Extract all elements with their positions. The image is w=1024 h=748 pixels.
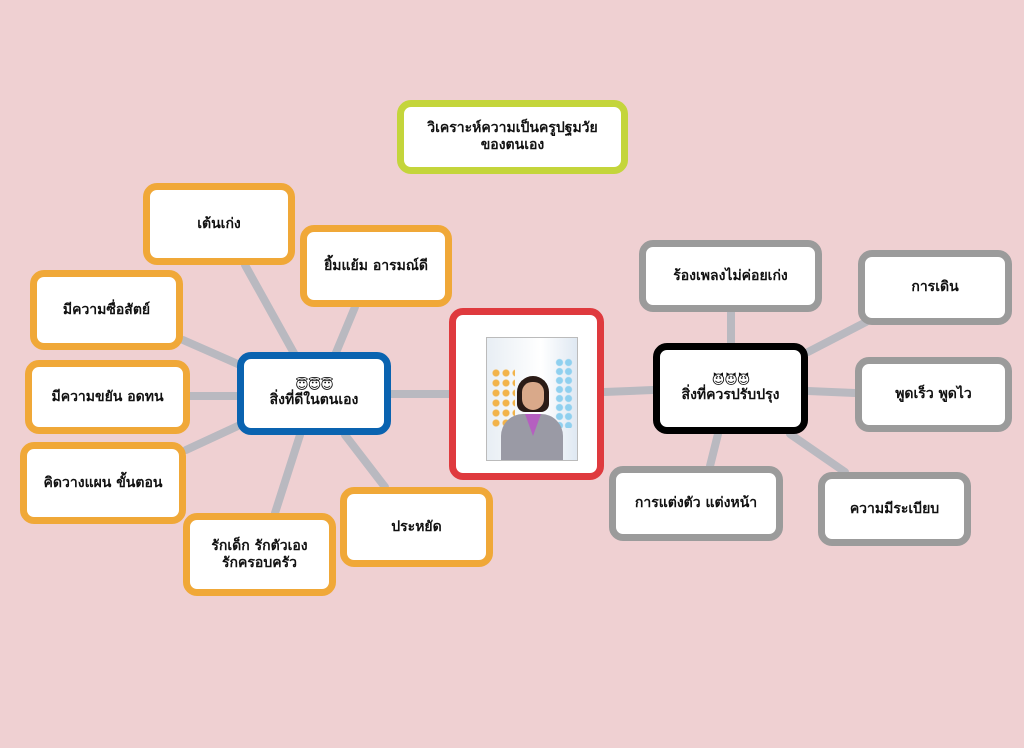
- improve-item-dress[interactable]: การแต่งตัว แต่งหน้า: [609, 466, 783, 541]
- link-improve-walk: [804, 318, 870, 356]
- link-improve-order: [786, 430, 849, 476]
- link-good-dance: [241, 261, 299, 359]
- link-improve-speak: [804, 387, 859, 397]
- good-item-diligent[interactable]: มีความขยัน อดทน: [25, 360, 190, 434]
- improve-item-speak[interactable]: พูดเร็ว พูดไว: [855, 357, 1012, 432]
- improve-item-walk[interactable]: การเดิน: [858, 250, 1012, 325]
- node-label: มีความซื่อสัตย์: [62, 301, 151, 318]
- good-hub-label: สิ่งที่ดีในตนเอง: [269, 391, 359, 408]
- link-good-plan: [182, 421, 244, 454]
- title-line-2: ของตนเอง: [480, 137, 545, 153]
- good-item-save[interactable]: ประหยัด: [340, 487, 493, 567]
- node-label: การเดิน: [911, 279, 959, 296]
- improve-item-sing[interactable]: ร้องเพลงไม่ค่อยเก่ง: [639, 240, 822, 312]
- node-label: คิดวางแผน ขั้นตอน: [43, 474, 163, 491]
- center-photo-node[interactable]: [449, 308, 604, 480]
- devil-emoji-icon: 😈😈😈: [711, 372, 751, 388]
- link-center-improve: [600, 386, 657, 396]
- node-label: การแต่งตัว แต่งหน้า: [634, 495, 758, 512]
- title-line-1: วิเคราะห์ความเป็นครูปฐมวัย: [427, 120, 598, 137]
- angel-emoji-icon: 😇😇😇: [295, 377, 334, 393]
- node-label: พูดเร็ว พูดไว: [895, 386, 972, 403]
- link-good-save: [341, 431, 389, 491]
- improve-hub-label: สิ่งที่ควรปรับปรุง: [681, 386, 780, 403]
- good-item-plan[interactable]: คิดวางแผน ขั้นตอน: [20, 442, 186, 524]
- good-item-smile[interactable]: ยิ้มแย้ม อารมณ์ดี: [300, 225, 452, 307]
- title-node[interactable]: วิเคราะห์ความเป็นครูปฐมวัย ของตนเอง: [397, 100, 628, 174]
- good-item-dance[interactable]: เต้นเก่ง: [143, 183, 295, 265]
- improve-hub-node[interactable]: 😈😈😈 สิ่งที่ควรปรับปรุง: [653, 343, 808, 434]
- good-item-love[interactable]: รักเด็ก รักตัวเอง รักครอบครัว: [183, 513, 336, 596]
- node-label: ร้องเพลงไม่ค่อยเก่ง: [673, 267, 788, 284]
- portrait-photo: [486, 337, 578, 461]
- improve-item-order[interactable]: ความมีระเบียบ: [818, 472, 971, 546]
- node-label: เต้นเก่ง: [197, 215, 241, 232]
- link-good-smile: [331, 303, 359, 359]
- node-label: ประหยัด: [391, 518, 442, 535]
- link-good-honest: [179, 336, 244, 369]
- link-improve-dress: [706, 430, 722, 470]
- node-label: มีความขยัน อดทน: [51, 388, 164, 405]
- good-item-honest[interactable]: มีความซื่อสัตย์: [30, 270, 183, 350]
- good-hub-node[interactable]: 😇😇😇 สิ่งที่ดีในตนเอง: [237, 352, 391, 435]
- node-label: ยิ้มแย้ม อารมณ์ดี: [324, 257, 428, 274]
- link-good-love: [271, 431, 304, 517]
- node-label: ความมีระเบียบ: [849, 500, 940, 517]
- node-label-line-2: รักครอบครัว: [222, 554, 297, 571]
- node-label-line-1: รักเด็ก รักตัวเอง: [211, 537, 308, 554]
